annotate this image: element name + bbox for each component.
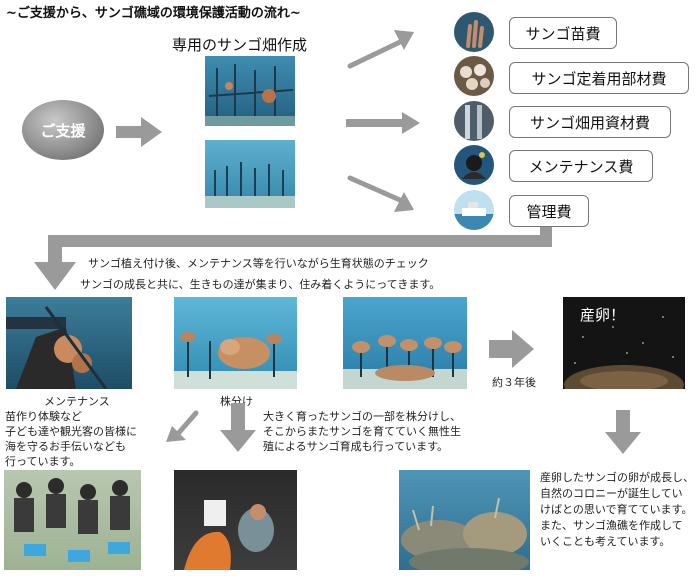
flow-text-2: サンゴの成長と共に、生きもの達が集まり、住み着くようにってきます。 [80, 278, 441, 291]
spawn-text-1: 産卵したサンゴの卵が成長し、 [540, 471, 694, 484]
experience-text-2: 子ども達や観光客の皆様に [5, 425, 137, 438]
arrow-to-experience [173, 410, 199, 439]
support-ellipse: ご支援 [22, 100, 104, 160]
cost-coral-base: サンゴ定着用部材費 [509, 62, 689, 94]
arrow-to-seedling-work [220, 403, 256, 452]
flow-text-1: サンゴ植え付け後、メンテナンス等を行いながら生育状態のチェック [88, 257, 429, 270]
experience-text-4: 行っています。 [5, 455, 81, 468]
arrow-nursery-to-costs-top [347, 39, 403, 69]
coral-nursery-graphic-1 [205, 64, 295, 126]
maintenance-caption: メンテナンス [44, 395, 110, 408]
management-icon [454, 190, 494, 230]
arrow-to-spawning [489, 330, 534, 368]
support-label: ご支援 [40, 121, 86, 140]
maintenance-photo [6, 297, 132, 389]
arrow-nursery-to-costs-mid [346, 112, 420, 134]
coral-reef-photo [399, 470, 530, 570]
spawn-text-3: けばとの思いで育てています。 [540, 503, 693, 516]
experience-photo [4, 470, 141, 570]
cost-coral-seedling: サンゴ苗費 [509, 17, 617, 49]
years-caption: 約３年後 [492, 376, 536, 389]
spawn-text-5: いくことも考えています。 [540, 535, 671, 548]
subtitle: 専用のサンゴ畑作成 [172, 36, 308, 54]
division-text-1: 大きく育ったサンゴの一部を株分けし、 [263, 410, 461, 423]
growth-photo [343, 297, 467, 389]
coral-nursery-photo-1 [205, 56, 295, 126]
coral-seedling-icon [454, 12, 494, 52]
division-text-2: そこからまたサンゴを育てていく無性生 [263, 425, 461, 438]
seedling-work-photo [174, 470, 297, 570]
maintenance-icon [454, 145, 494, 185]
spawn-text-2: 自然のコロニーが誕生してい [540, 487, 683, 500]
spawning-caption: 産卵！ [580, 306, 626, 324]
division-photo [174, 297, 297, 389]
arrow-to-reef [605, 410, 641, 454]
arrow-nursery-to-costs-bottom [347, 175, 403, 203]
coral-nursery-photo-2 [205, 140, 295, 208]
page-title: ~ご支援から、サンゴ礁域の環境保護活動の流れ~ [6, 6, 301, 21]
cost-maintenance: メンテナンス費 [509, 150, 653, 182]
experience-text-1: 苗作り体験など [5, 410, 82, 423]
spawn-text-4: また、サンゴ漁礁を作成して [540, 519, 683, 532]
experience-text-3: 海を守るお手伝いなども [5, 440, 126, 453]
cost-nursery-material: サンゴ畑用資材費 [509, 106, 671, 138]
cost-management: 管理費 [509, 195, 589, 227]
coral-nursery-graphic-2 [205, 162, 295, 208]
arrow-return-flow [34, 227, 552, 290]
spawning-photo [563, 297, 685, 389]
nursery-material-icon [454, 101, 494, 141]
arrow-support-to-nursery [116, 117, 162, 147]
coral-base-icon [454, 56, 494, 96]
division-text-3: 殖によるサンゴ育成も行っています。 [263, 440, 449, 453]
